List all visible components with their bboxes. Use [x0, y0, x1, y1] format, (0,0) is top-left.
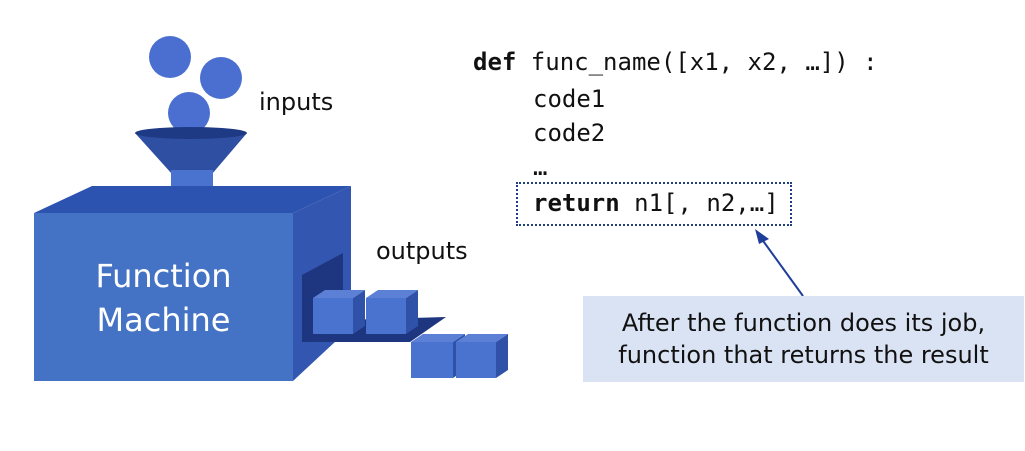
def-keyword: def [473, 48, 517, 76]
output-cube-4 [456, 334, 508, 378]
outputs-label: outputs [376, 237, 468, 265]
machine-title: Function Machine [34, 254, 293, 342]
funnel-rim [135, 127, 247, 139]
machine-title-line1: Function [95, 257, 232, 295]
code-def-line: def func_name([x1, x2, …]) : [473, 45, 878, 79]
callout-box: After the function does its job, functio… [583, 296, 1024, 382]
callout-line-1: After the function does its job, [621, 309, 986, 337]
code-line-3: … [533, 153, 548, 181]
code-line-2: code2 [533, 119, 606, 147]
return-values: n1[, n2,…] [619, 189, 779, 217]
machine-top [34, 186, 351, 213]
return-keyword: return [533, 189, 620, 217]
input-ball-3 [168, 92, 210, 134]
code-line-1: code1 [533, 85, 606, 113]
inputs-label: inputs [259, 88, 334, 116]
funnel-body [135, 133, 247, 174]
output-cube-2 [366, 290, 418, 334]
input-ball-1 [149, 36, 191, 78]
function-signature: func_name([x1, x2, …]) : [516, 48, 878, 76]
callout-arrow-line [760, 237, 804, 297]
machine-front [34, 213, 293, 381]
output-cube-1 [313, 290, 365, 334]
return-highlight-box [516, 182, 792, 226]
input-ball-2 [200, 57, 242, 99]
callout-arrow-head [755, 229, 769, 244]
machine-title-line2: Machine [96, 301, 231, 339]
callout-line-2: function that returns the result [618, 341, 989, 369]
code-return-line: return n1[, n2,…] [533, 186, 779, 220]
